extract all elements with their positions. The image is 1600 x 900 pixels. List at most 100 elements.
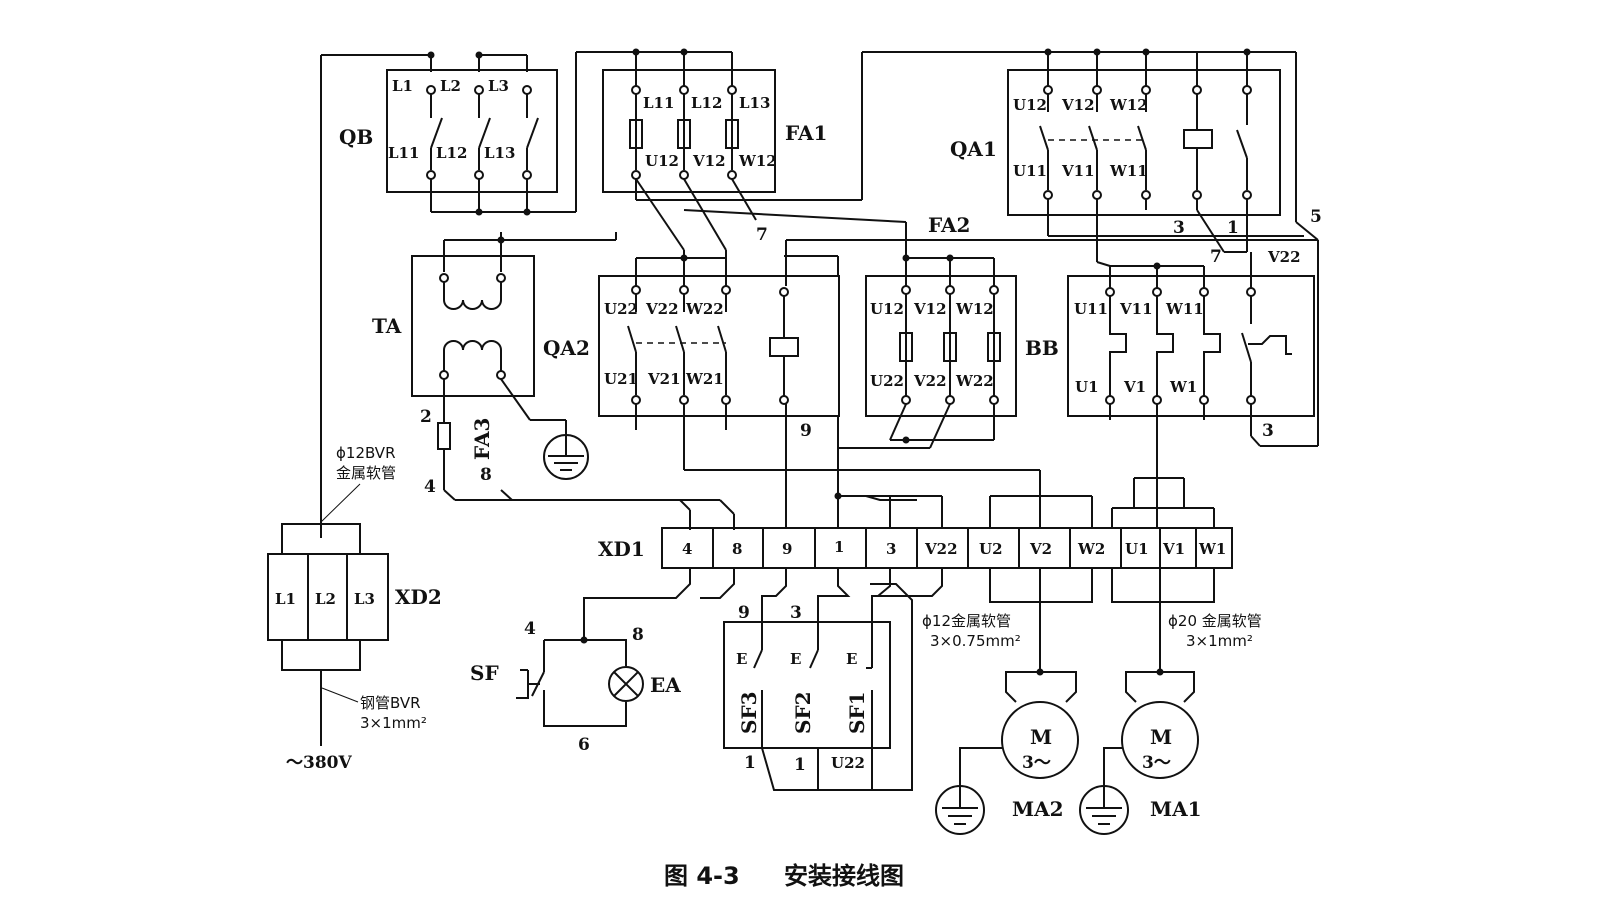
wire-numbers: 7 7 5 V22 3 9 2 8 4 (420, 207, 1322, 497)
fr-pin-bot-1: U1 (1075, 378, 1099, 396)
box-wire-u22: U22 (831, 754, 865, 772)
sf1-label: SF1 (845, 691, 869, 734)
qa2-pin-top-2: V22 (645, 300, 679, 318)
xd1-cell-8: V2 (1029, 540, 1052, 558)
qa2-pin-top-1: U22 (604, 300, 638, 318)
ma1-m: M (1150, 725, 1172, 749)
ta-label: TA (372, 314, 402, 338)
xd1-cell-5: 3 (886, 540, 896, 558)
sf-label: SF (470, 661, 499, 685)
fr-pin-bot-3: W1 (1169, 378, 1197, 396)
ma2-label: MA2 (1012, 797, 1064, 821)
qa1-label: QA1 (950, 137, 997, 161)
note-steel-1: 钢管BVR (360, 694, 421, 712)
fa1-pin-top-2: L12 (691, 94, 722, 112)
qa1-pin-bot-2: V11 (1061, 162, 1095, 180)
figure-caption: 图 4-3 安装接线图 (664, 862, 904, 890)
fr-pin-bot-2: V1 (1123, 378, 1146, 396)
button-box: E E E SF3 SF2 SF1 9 3 1 1 U22 (723, 568, 943, 791)
ta-transformer: TA (372, 236, 616, 397)
qa2-pin-top-3: W22 (685, 300, 724, 318)
box-wire-3: 3 (790, 603, 802, 623)
qb-pin-top-3: L3 (488, 77, 509, 95)
cable-notes: ϕ12BVR 金属软管 钢管BVR 3×1mm² ～380V ϕ12金属软管 3… (286, 444, 1262, 773)
sf-wire-8: 8 (632, 625, 644, 645)
fa2-label: FA2 (928, 213, 970, 237)
bb-pin-top-1: U12 (870, 300, 904, 318)
sf3-mark: E (736, 650, 747, 668)
xd1-cell-3: 9 (782, 540, 792, 558)
xd2-terminal-strip: L1 L2 L3 XD2 (267, 523, 442, 746)
qb-pin-bot-2: L12 (436, 144, 467, 162)
xd1-cell-6: V22 (924, 540, 958, 558)
fr-pin-top-2: V11 (1119, 300, 1153, 318)
qa1-pin-bot-3: W11 (1109, 162, 1148, 180)
ta-ground (500, 378, 589, 480)
fa1-label: FA1 (785, 121, 827, 145)
note-ma2-2: 3×0.75mm² (930, 632, 1021, 650)
sf-wire-6: 6 (578, 735, 590, 755)
qa1-aux-3: 3 (1173, 218, 1185, 238)
xd1-terminal-strip: 4 8 9 1 3 V22 U2 V2 W2 U1 V1 W1 XD1 (598, 495, 1233, 672)
thermal-relay: U11 V11 W11 U1 V1 W1 (1067, 262, 1315, 417)
sf-wire-4: 4 (524, 619, 536, 639)
fa1-pin-bot-2: V12 (692, 152, 726, 170)
wire-v22: V22 (1267, 248, 1301, 266)
note-supply: ～380V (286, 753, 352, 773)
fa3-fuse: FA3 (437, 379, 494, 490)
xd1-cell-12: W1 (1198, 540, 1226, 558)
xd1-cell-9: W2 (1077, 540, 1105, 558)
motor-ma2: M 3～ MA2 (935, 668, 1079, 835)
bb-pin-top-2: V12 (913, 300, 947, 318)
wire-3: 3 (1262, 421, 1274, 441)
fa1-pin-bot-3: W12 (738, 152, 777, 170)
motor-ma1: M 3～ MA1 (1079, 668, 1202, 835)
qa1-breaker: U12 V12 W12 U11 V11 W11 3 1 QA1 (950, 48, 1281, 238)
sf-ea-circuit: SF EA 4 8 6 (470, 568, 735, 755)
bb-label: BB (1025, 336, 1059, 360)
box-wire-1a: 1 (744, 753, 756, 773)
ea-label: EA (650, 673, 681, 697)
wire-2: 2 (420, 407, 432, 427)
fa1-pin-bot-1: U12 (645, 152, 679, 170)
xd1-cell-4: 1 (834, 538, 844, 556)
note-steel-2: 3×1mm² (360, 714, 427, 732)
qa2-label: QA2 (543, 336, 590, 360)
qb-switch: L1 L2 L3 L11 L12 L13 QB (339, 51, 558, 216)
qa1-aux-1: 1 (1227, 218, 1239, 238)
fr-pin-top-1: U11 (1074, 300, 1108, 318)
xd1-cell-2: 8 (732, 540, 742, 558)
note-ma1-1: ϕ20 金属软管 (1168, 612, 1262, 630)
fa1-fuses: L11 L12 L13 U12 V12 W12 FA1 (602, 48, 827, 193)
wire-4: 4 (424, 477, 436, 497)
wire-7a: 7 (756, 225, 768, 245)
sf1-mark: E (846, 650, 857, 668)
ma1-phase: 3～ (1142, 753, 1171, 773)
ma1-label: MA1 (1150, 797, 1202, 821)
wire-9: 9 (800, 421, 812, 441)
bb-pin-bot-1: U22 (870, 372, 904, 390)
xd2-cell-2: L2 (315, 590, 336, 608)
fa1-pin-top-3: L13 (739, 94, 770, 112)
bb-pin-top-3: W12 (955, 300, 994, 318)
bb-pin-bot-3: W22 (955, 372, 994, 390)
qb-pin-bot-3: L13 (484, 144, 515, 162)
caption-figure-number: 图 4-3 (664, 862, 740, 890)
qa1-pin-bot-1: U11 (1013, 162, 1047, 180)
xd1-label: XD1 (598, 537, 645, 561)
ma2-m: M (1030, 725, 1052, 749)
wire-8: 8 (480, 465, 492, 485)
qa2-pin-bot-2: V21 (647, 370, 681, 388)
box-wire-1b: 1 (794, 755, 806, 775)
box-wire-9: 9 (738, 603, 750, 623)
qa1-pin-top-1: U12 (1013, 96, 1047, 114)
xd1-cell-1: 4 (682, 540, 692, 558)
fa1-pin-top-1: L11 (643, 94, 674, 112)
fa3-label: FA3 (470, 418, 494, 460)
ma2-phase: 3～ (1022, 753, 1051, 773)
wire-7b: 7 (1210, 247, 1222, 267)
note-bvr-1: ϕ12BVR (336, 444, 396, 462)
xd2-cell-1: L1 (275, 590, 296, 608)
caption-title: 安装接线图 (784, 862, 904, 890)
